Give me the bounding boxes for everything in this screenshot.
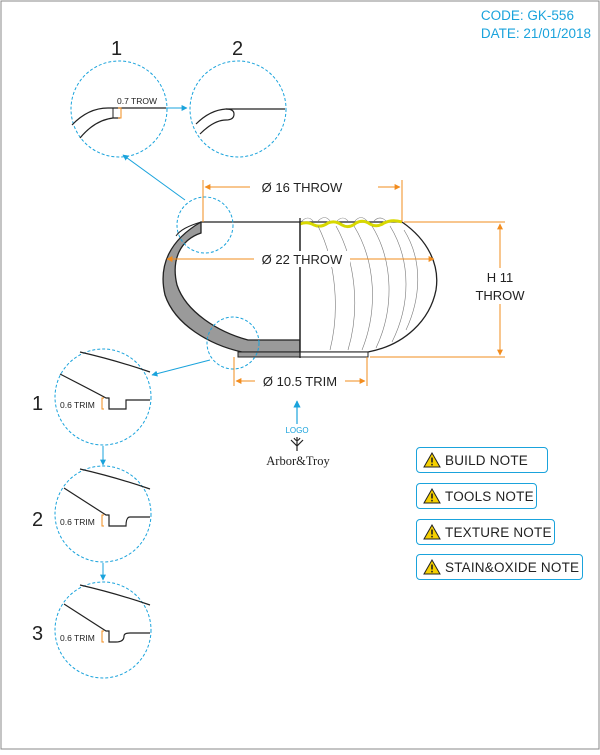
foot-trim-3-label: 0.6 TRIM <box>60 633 95 643</box>
trim-label: Ø 10.5 TRIM <box>263 374 337 389</box>
foot-detail-circle-2: 0.6 TRIM <box>54 465 152 563</box>
trow-dimension-label: 0.7 TROW <box>117 96 157 106</box>
dimension-throw-mid: Ø 22 THROW <box>166 251 435 267</box>
foot-callout-circle <box>206 316 260 370</box>
brand-logo-text: Arbor&Troy <box>266 454 330 468</box>
foot-detail-circle-1: 0.6 TRIM <box>54 348 152 446</box>
drawing-code: CODE: GK-556 <box>480 8 574 23</box>
stain-oxide-note-label: STAIN&OXIDE NOTE <box>445 559 580 575</box>
dimension-trim: Ø 10.5 TRIM <box>233 357 368 389</box>
build-note-label: BUILD NOTE <box>445 452 529 468</box>
foot-trim-2-label: 0.6 TRIM <box>60 517 95 527</box>
rim-detail-circle-2 <box>189 60 287 158</box>
foot-step-1-label: 1 <box>32 393 43 415</box>
throw-mid-label: Ø 22 THROW <box>262 252 343 267</box>
rim-step-1-label: 1 <box>111 38 122 60</box>
foot-trim-1-label: 0.6 TRIM <box>60 400 95 410</box>
texture-note-button[interactable]: TEXTURE NOTE <box>416 519 555 545</box>
dimension-height: H 11 THROW <box>370 221 528 358</box>
rim-leader-arrow <box>122 154 186 201</box>
warning-icon <box>423 559 441 575</box>
warning-icon <box>423 452 441 468</box>
build-note-button[interactable]: BUILD NOTE <box>416 447 548 473</box>
stain-oxide-note-button[interactable]: STAIN&OXIDE NOTE <box>416 554 583 580</box>
rim-detail-circle-1: 0.7 TROW <box>70 60 168 158</box>
rim-step-2-label: 2 <box>232 38 243 60</box>
bowl-exterior-view <box>299 217 438 358</box>
glaze-rim <box>299 219 403 229</box>
logo-label: LOGO <box>285 426 308 435</box>
drawing-date: DATE: 21/01/2018 <box>480 26 591 41</box>
foot-step-2-label: 2 <box>32 509 43 531</box>
texture-note-label: TEXTURE NOTE <box>445 524 552 540</box>
foot-detail-circle-3: 0.6 TRIM <box>54 581 152 679</box>
height-label-line2: THROW <box>475 288 525 303</box>
tools-note-button[interactable]: TOOLS NOTE <box>416 483 537 509</box>
warning-icon <box>423 488 441 504</box>
warning-icon <box>423 524 441 540</box>
drawing-info: CODE: GK-556 DATE: 21/01/2018 <box>481 7 591 43</box>
rim-callout-circle <box>176 196 234 254</box>
tools-note-label: TOOLS NOTE <box>445 488 534 504</box>
foot-leader-arrow <box>151 359 211 377</box>
bowl-cross-section <box>162 221 301 358</box>
logo-mark-icon <box>290 437 304 451</box>
height-label-line1: H 11 <box>487 270 514 285</box>
dimension-throw-top: Ø 16 THROW <box>202 179 403 222</box>
throw-top-label: Ø 16 THROW <box>262 180 343 195</box>
foot-step-3-label: 3 <box>32 623 43 645</box>
